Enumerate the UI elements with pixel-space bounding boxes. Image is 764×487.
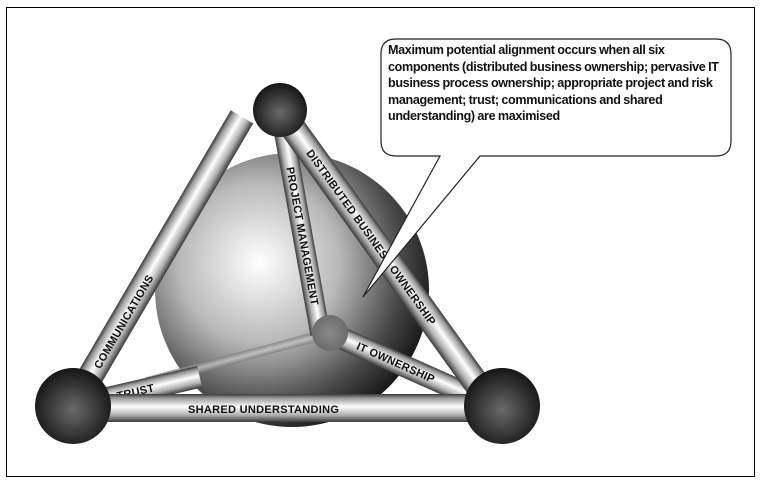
- rod-shared-understanding: SHARED UNDERSTANDING: [73, 394, 503, 422]
- callout-bubble: [362, 38, 732, 298]
- bottom-left-node-ball: [35, 368, 111, 444]
- rod-label-shared-understanding: SHARED UNDERSTANDING: [188, 404, 339, 416]
- bottom-right-node-ball: [464, 368, 540, 444]
- callout-text: Maximum potential alignment occurs when …: [388, 43, 719, 124]
- figure-frame: [6, 7, 755, 477]
- top-node-ball: [253, 83, 307, 137]
- rod-label-communications: COMMUNICATIONS: [92, 273, 156, 371]
- inner-node-ball: [312, 315, 348, 351]
